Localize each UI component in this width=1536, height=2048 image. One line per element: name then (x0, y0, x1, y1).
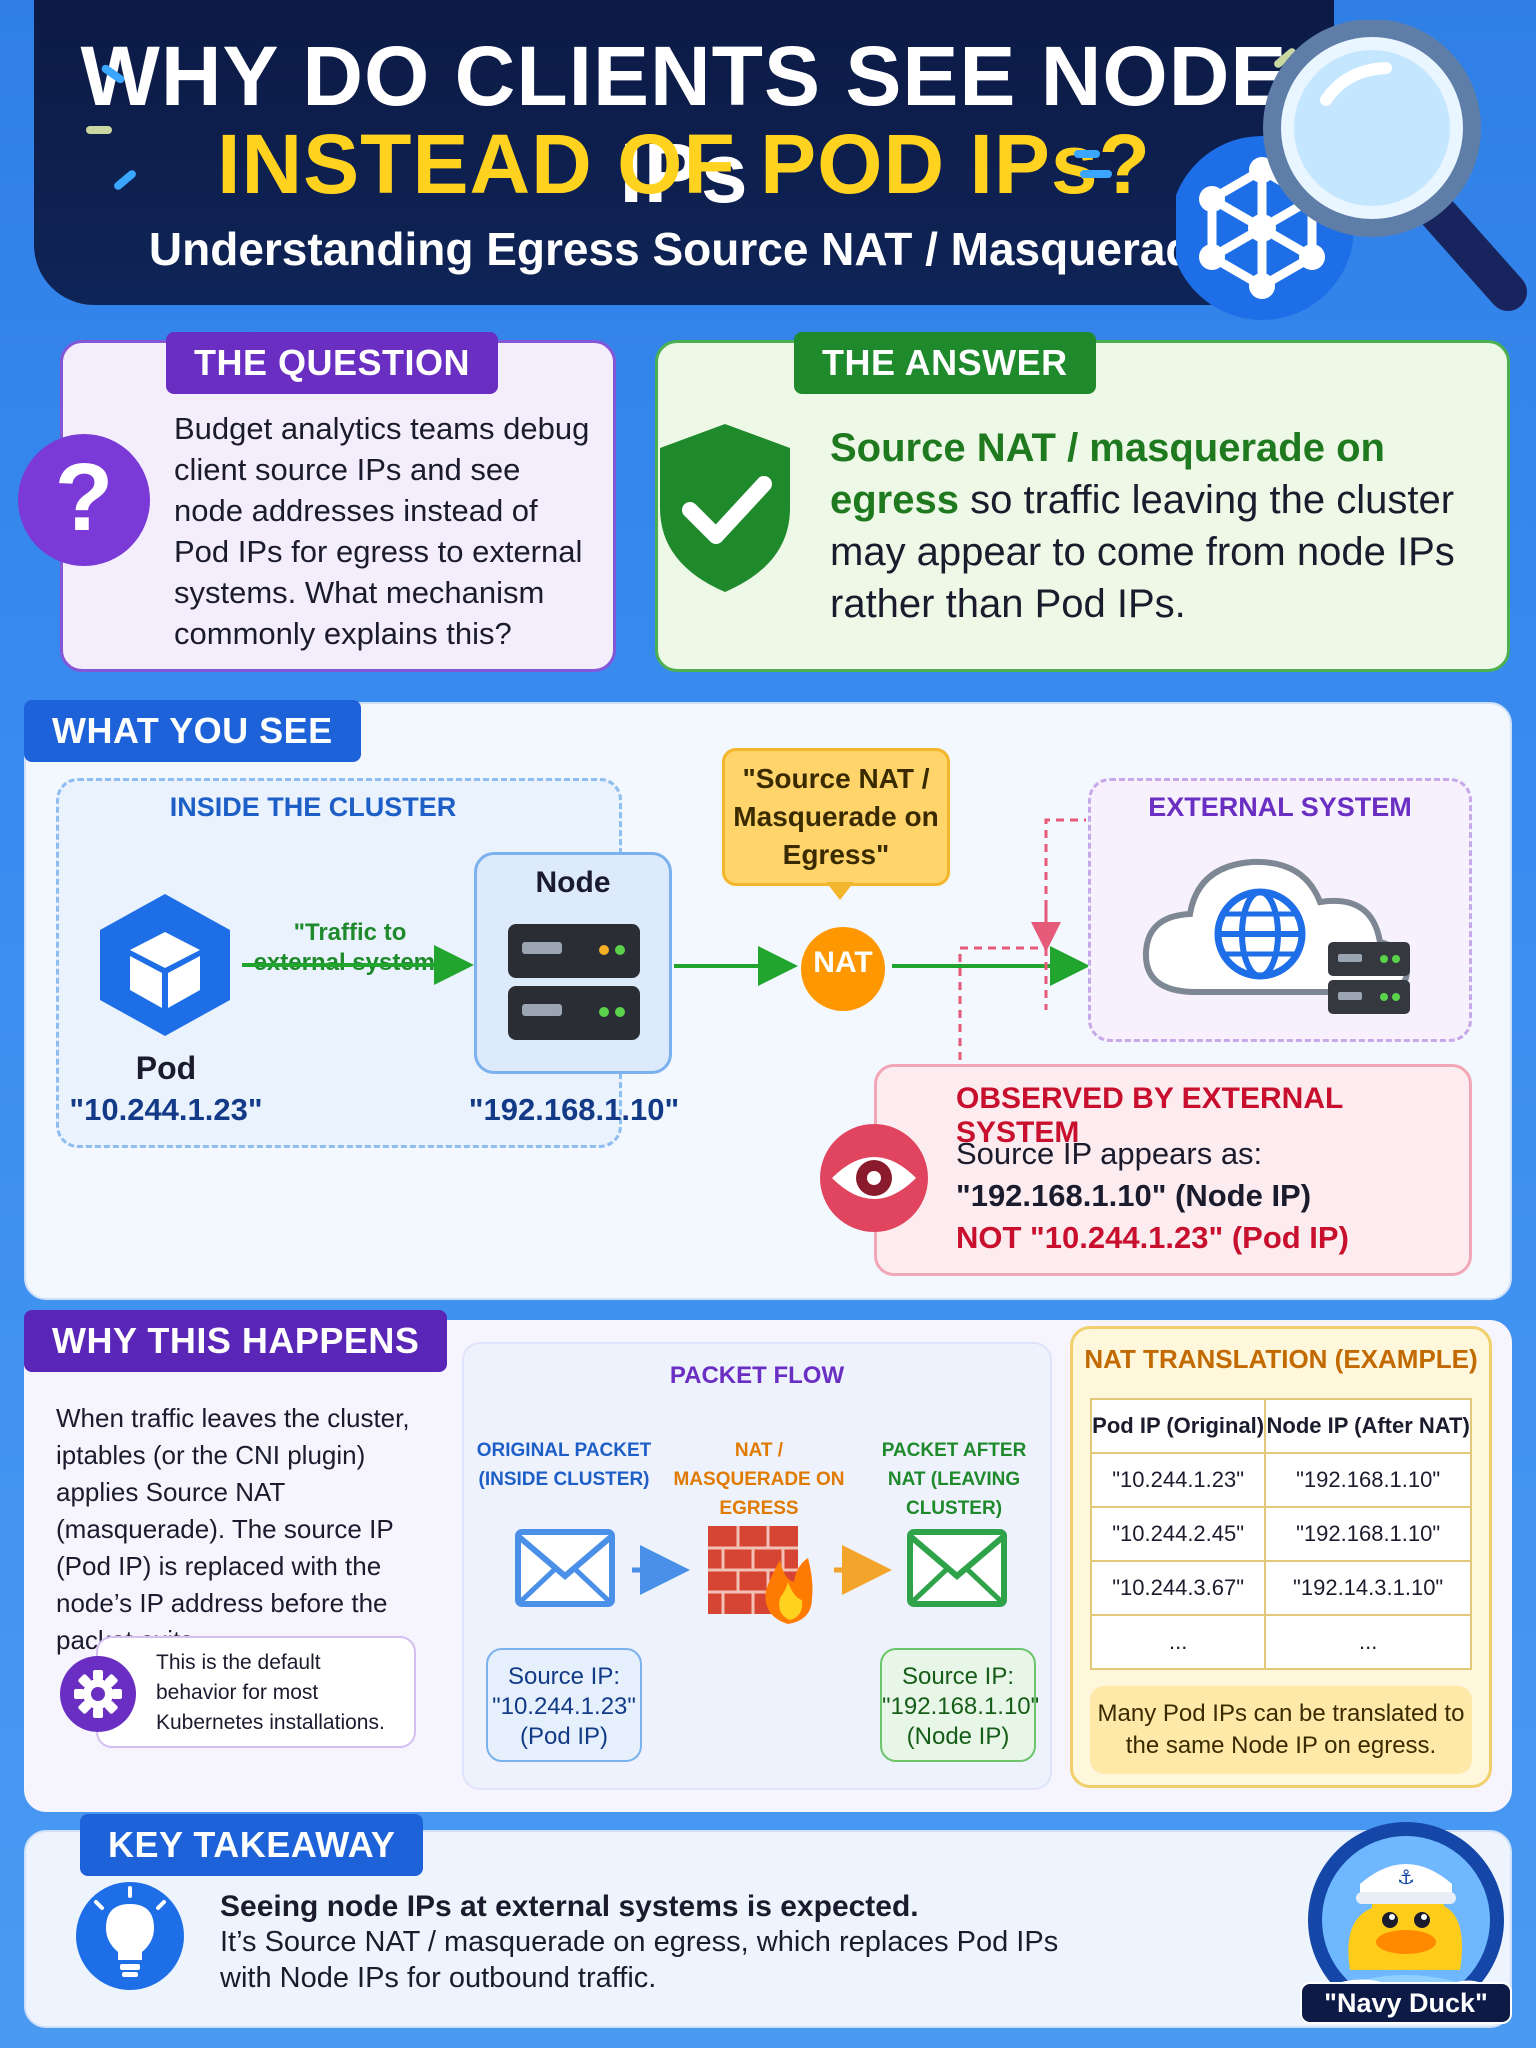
table-cell: "192.168.1.10" (1264, 1506, 1472, 1562)
observed-box (874, 1064, 1472, 1276)
nat-table-note: Many Pod IPs can be translated to the sa… (1090, 1686, 1472, 1774)
answer-rest: so traffic leaving the cluster may appea… (830, 478, 1455, 626)
table-header-row: Pod IP (Original) Node IP (After NAT) (1089, 1398, 1472, 1454)
server-icon (508, 924, 640, 1040)
source-ip-original: Source IP: "10.244.1.23" (Pod IP) (486, 1648, 642, 1762)
src2-line-3: (Node IP) (906, 1723, 1010, 1750)
table-row: "10.244.3.67" "192.14.3.1.10" (1089, 1560, 1472, 1616)
flow-col-original: ORIGINAL PACKET (INSIDE CLUSTER) (476, 1440, 652, 1490)
node-label: Node (535, 866, 611, 899)
magnifier-network-icon (1176, 20, 1527, 320)
pod-hexagon-icon (100, 894, 230, 1036)
firewall-icon (708, 1526, 813, 1624)
title-line-2: INSTEAD OF POD IPs? (217, 117, 1151, 211)
callout-pointer (826, 882, 854, 900)
packet-flow-icons (515, 1526, 1007, 1624)
table-cell: "192.14.3.1.10" (1264, 1560, 1472, 1616)
src1-line-2: "10.244.1.23" (492, 1693, 636, 1720)
svg-text:?: ? (55, 444, 114, 551)
header-banner: WHY DO CLIENTS SEE NODE IPs INSTEAD OF P… (34, 0, 1334, 305)
takeaway-line-3: with Node IPs for outbound traffic. (220, 1962, 657, 1994)
packet-flow-title: PACKET FLOW (669, 1362, 845, 1389)
table-cell: "10.244.2.45" (1089, 1506, 1267, 1562)
shield-check-icon (660, 424, 790, 592)
table-cell: ... (1264, 1614, 1472, 1670)
lightbulb-icon (76, 1882, 184, 1990)
observed-title: OBSERVED BY EXTERNAL SYSTEM (956, 1082, 1343, 1149)
spark-decoration (86, 126, 112, 134)
default-note-box (96, 1636, 416, 1748)
question-text: Budget analytics teams debug client sour… (174, 411, 590, 651)
envelope-icon (515, 1529, 615, 1607)
pod-label: Pod (135, 1050, 197, 1086)
svg-text:⚓: ⚓ (1397, 1865, 1415, 1889)
nat-translation-table: Pod IP (Original) Node IP (After NAT) "1… (1089, 1398, 1472, 1670)
observed-line-3: NOT "10.244.1.23" (Pod IP) (956, 1220, 1349, 1255)
subtitle: Understanding Egress Source NAT / Masque… (148, 223, 1220, 275)
spark-decoration (1080, 170, 1112, 178)
nat-label: NAT (813, 946, 873, 979)
src2-line-1: Source IP: (901, 1663, 1015, 1690)
table-row: "10.244.1.23" "192.168.1.10" (1089, 1452, 1472, 1508)
src1-line-1: Source IP: (507, 1663, 621, 1690)
observed-line-2: "192.168.1.10" (Node IP) (956, 1178, 1312, 1213)
nat-table-title: NAT TRANSLATION (EXAMPLE) (1084, 1344, 1478, 1374)
navy-duck-mascot: ⚓ (1308, 1822, 1504, 2018)
default-note-text: This is the default behavior for most Ku… (156, 1651, 385, 1734)
question-mark-icon: ? (18, 434, 150, 566)
answer-highlight: Source NAT / masquerade on egress (830, 426, 1385, 522)
flow-col-after: PACKET AFTER NAT (LEAVING CLUSTER) (881, 1440, 1027, 1519)
table-row: "10.244.2.45" "192.168.1.10" (1089, 1506, 1472, 1562)
snat-callout-text: "Source NAT / Masquerade on Egress" (733, 763, 939, 870)
title-line-1: WHY DO CLIENTS SEE NODE IPs (80, 29, 1288, 220)
src2-line-2: "192.168.1.10" (882, 1693, 1040, 1720)
table-cell: ... (1089, 1614, 1267, 1670)
envelope-icon (907, 1529, 1007, 1607)
external-system-label: EXTERNAL SYSTEM (1148, 792, 1412, 822)
table-cell: "10.244.1.23" (1089, 1452, 1267, 1508)
why-text: When traffic leaves the cluster, iptable… (56, 1403, 410, 1655)
observed-line-1: Source IP appears as: (956, 1136, 1263, 1171)
answer-pill: THE ANSWER (794, 332, 1096, 394)
eye-icon (820, 1124, 928, 1232)
pod-ip: "10.244.1.23" (69, 1092, 263, 1127)
gear-icon (60, 1656, 136, 1732)
answer-text: Source NAT / masquerade on egress so tra… (830, 422, 1490, 630)
why-pill: WHY THIS HAPPENS (24, 1310, 448, 1372)
source-ip-after: Source IP: "192.168.1.10" (Node IP) (880, 1648, 1040, 1762)
flow-col-nat: NAT / MASQUERADE ON EGRESS (673, 1440, 845, 1519)
table-cell: "10.244.3.67" (1089, 1560, 1267, 1616)
takeaway-line-2: It’s Source NAT / masquerade on egress, … (220, 1926, 1059, 1958)
nat-badge (801, 927, 885, 1011)
table-row: ... ... (1089, 1614, 1472, 1670)
node-ip: "192.168.1.10" (468, 1092, 680, 1127)
table-cell: "192.168.1.10" (1264, 1452, 1472, 1508)
question-pill: THE QUESTION (166, 332, 499, 394)
spark-decoration (1074, 150, 1100, 158)
cluster-label: INSIDE THE CLUSTER (169, 792, 457, 822)
src1-line-3: (Pod IP) (519, 1723, 609, 1750)
table-header: Node IP (After NAT) (1264, 1398, 1472, 1454)
table-header: Pod IP (Original) (1089, 1398, 1267, 1454)
cloud-globe-icon (1142, 858, 1410, 1014)
traffic-label: "Traffic to external system" (253, 919, 447, 976)
mascot-name: "Navy Duck" (1300, 1982, 1512, 2024)
key-takeaway-pill: KEY TAKEAWAY (80, 1814, 424, 1876)
takeaway-line-1: Seeing node IPs at external systems is e… (220, 1890, 919, 1923)
what-you-see-pill: WHAT YOU SEE (24, 700, 361, 762)
